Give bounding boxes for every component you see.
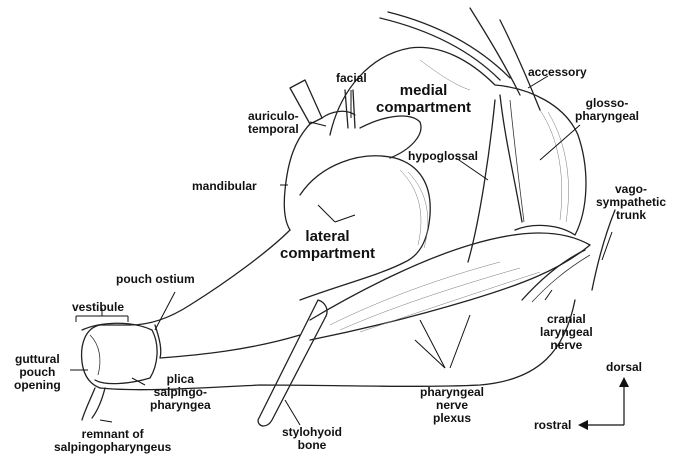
orientation-dorsal: dorsal	[606, 361, 642, 374]
label-pharyngeal-nerve-plexus: pharyngeal nerve plexus	[420, 386, 484, 425]
orientation-rostral: rostral	[534, 419, 571, 432]
label-glossopharyngeal: glosso- pharyngeal	[575, 97, 639, 123]
label-hypoglossal: hypoglossal	[408, 150, 478, 163]
label-pouch-ostium: pouch ostium	[116, 273, 195, 286]
label-medial-compartment: medial compartment	[376, 82, 471, 116]
label-vagosympathetic-trunk: vago- sympathetic trunk	[596, 183, 666, 222]
label-guttural-pouch-opening: guttural pouch opening	[14, 353, 61, 392]
label-stylohyoid-bone: stylohyoid bone	[282, 426, 342, 452]
label-mandibular: mandibular	[192, 180, 257, 193]
label-plica-salpingopharyngea: plica salpingo- pharyngea	[150, 373, 211, 412]
label-lateral-compartment: lateral compartment	[280, 228, 375, 262]
label-auriculotemporal: auriculo- temporal	[248, 110, 299, 136]
label-remnant-of-salpingopharyngeus: remnant of salpingopharyngeus	[54, 428, 171, 454]
orientation-arrows	[578, 377, 629, 430]
label-accessory: accessory	[528, 66, 587, 79]
label-vestibule: vestibule	[72, 301, 124, 314]
stylohyoid-bone	[258, 300, 327, 426]
label-facial: facial	[336, 72, 367, 85]
label-cranial-laryngeal-nerve: cranial laryngeal nerve	[540, 313, 593, 352]
